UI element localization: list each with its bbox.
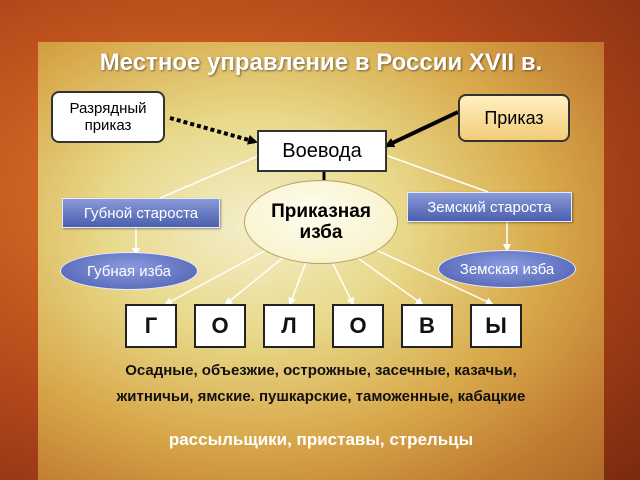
gubnaya-izba-ellipse: Губная изба	[60, 252, 198, 290]
page-title: Местное управление в России XVII в.	[99, 49, 543, 76]
golovy-types-line-2: житничьи, ямские. пушкарские, таможенные…	[116, 388, 526, 405]
arrow-izba-to-letter-5	[354, 255, 424, 306]
golovy-letter-2: О	[194, 304, 246, 348]
arrow-izba-to-letter-4	[331, 261, 354, 306]
line-voevoda-to-zemsky	[387, 155, 489, 193]
prikaznaya-izba-label: Приказная изба	[271, 201, 371, 243]
arrow-izba-to-letter-2	[224, 255, 286, 306]
arrow-prikaz-to-voevoda	[384, 110, 459, 148]
footer-text: рассыльщики, приставы, стрельцы	[168, 430, 474, 449]
voevoda-box: Воевода	[257, 130, 387, 172]
zemsky-starosta-box: Земский староста	[407, 192, 572, 222]
gubnoy-starosta-box: Губной староста	[62, 198, 220, 228]
golovy-letter-4: О	[332, 304, 384, 348]
line-voevoda-to-gubnoy	[159, 155, 259, 199]
golovy-types-line-1: Осадные, объезжие, острожные, засечные, …	[125, 362, 517, 379]
razryadny-prikaz-box: Разрядный приказ	[51, 91, 165, 143]
arrow-izba-to-letter-6	[371, 247, 494, 306]
golovy-letter-1: Г	[125, 304, 177, 348]
golovy-letter-5: В	[401, 304, 453, 348]
prikaz-box: Приказ	[458, 94, 570, 142]
arrow-izba-to-letter-3	[288, 261, 307, 306]
arrow-izba-to-letter-1	[164, 247, 271, 305]
prikaznaya-izba-ellipse: Приказная изба	[244, 180, 398, 264]
golovy-letter-3: Л	[263, 304, 315, 348]
zemskaya-izba-ellipse: Земская изба	[438, 250, 576, 288]
arrow-razryadny-to-voevoda	[169, 116, 258, 145]
golovy-letter-6: Ы	[470, 304, 522, 348]
